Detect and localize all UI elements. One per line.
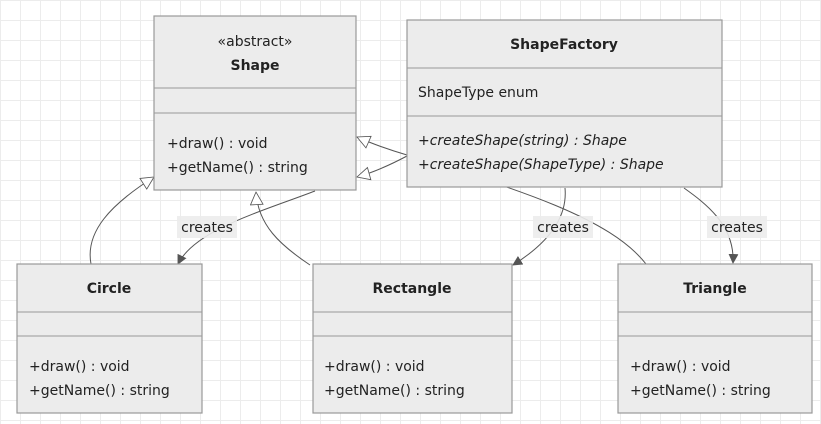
class-name: Triangle — [683, 281, 746, 297]
class-name: Rectangle — [373, 281, 452, 297]
class-method: +draw() : void — [167, 136, 268, 152]
class-name: Shape — [230, 58, 279, 74]
edge-label-creates-triangle: creates — [707, 216, 767, 238]
class-attribute: ShapeType enum — [418, 85, 538, 101]
edge-label-creates-circle: creates — [177, 216, 237, 238]
class-shape[interactable]: «abstract» Shape +draw() : void +getName… — [153, 15, 357, 191]
edge-label-creates-rectangle: creates — [533, 216, 593, 238]
class-method: +getName() : string — [324, 383, 465, 399]
class-method: +getName() : string — [630, 383, 771, 399]
class-method: +draw() : void — [29, 359, 130, 375]
class-method: +createShape(ShapeType) : Shape — [418, 157, 664, 173]
class-shapefactory[interactable]: ShapeFactory ShapeType enum +createShape… — [406, 19, 723, 188]
class-stereotype: «abstract» — [218, 34, 293, 50]
creates-label: creates — [537, 220, 589, 236]
class-triangle[interactable]: Triangle +draw() : void +getName() : str… — [617, 263, 813, 414]
edge-factory-inherits-shape — [357, 155, 408, 177]
edge-rectangle-inherits-shape — [256, 192, 311, 266]
class-method: +draw() : void — [630, 359, 731, 375]
class-rectangle[interactable]: Rectangle +draw() : void +getName() : st… — [312, 263, 513, 414]
class-method: +draw() : void — [324, 359, 425, 375]
class-name: Circle — [87, 281, 132, 297]
class-circle[interactable]: Circle +draw() : void +getName() : strin… — [16, 263, 203, 414]
class-method: +getName() : string — [29, 383, 170, 399]
creates-label: creates — [711, 220, 763, 236]
class-method: +getName() : string — [167, 160, 308, 176]
class-name: ShapeFactory — [510, 37, 618, 53]
creates-label: creates — [181, 220, 233, 236]
class-method: +createShape(string) : Shape — [418, 133, 627, 149]
edge-circle-inherits-shape — [89, 177, 154, 265]
